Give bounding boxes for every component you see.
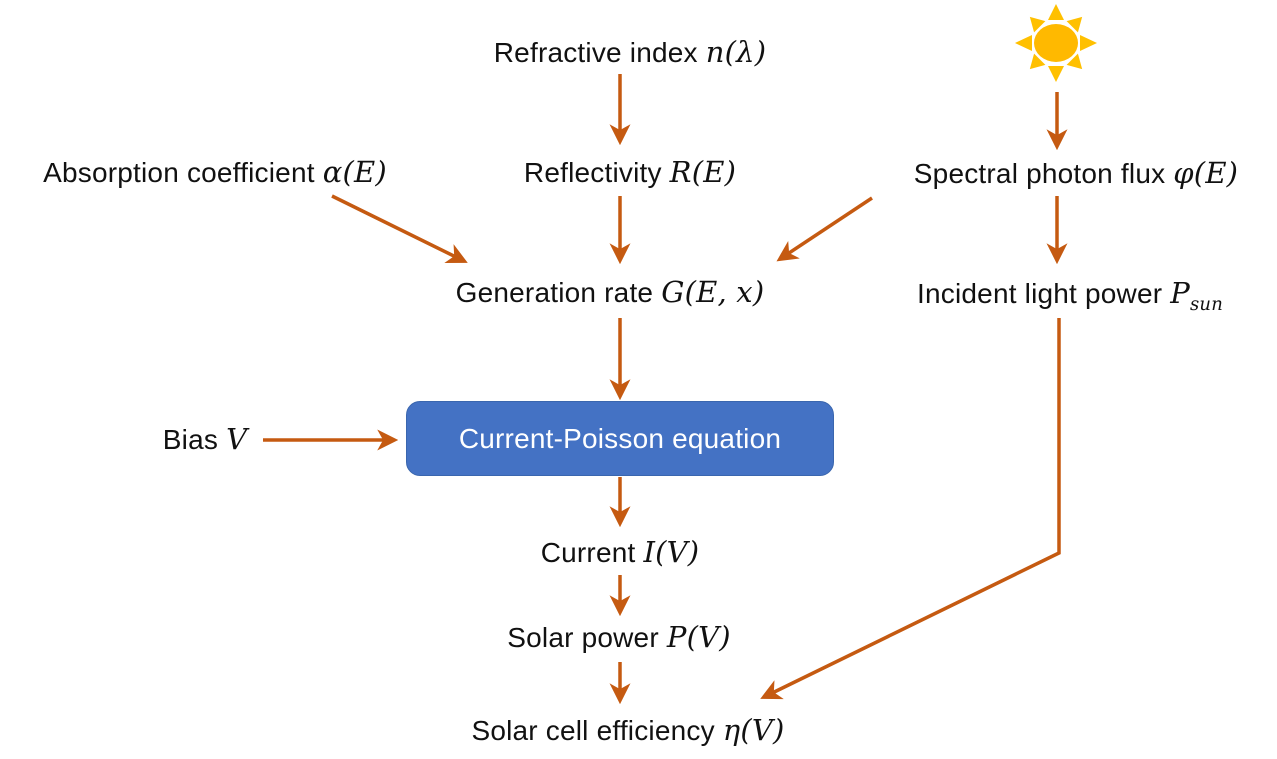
node-spectral-flux-math: φ(E) xyxy=(1173,156,1239,190)
node-bias-label: Bias xyxy=(162,424,219,455)
incident-power-math-base: P xyxy=(1170,276,1191,310)
node-bias-math: V xyxy=(226,422,248,456)
node-generation-label: Generation rate xyxy=(455,277,654,308)
edge-spectral-to-generation xyxy=(776,196,873,262)
node-refractive-index-label: Refractive index xyxy=(493,37,698,68)
node-refractive-index-math: n(λ) xyxy=(705,35,767,69)
node-reflectivity-math: R(E) xyxy=(669,155,737,189)
current-poisson-equation-box: Current-Poisson equation xyxy=(406,401,834,476)
node-efficiency-math: η(V) xyxy=(722,713,785,747)
node-current-math: I(V) xyxy=(643,535,700,569)
node-absorption-label: Absorption coefficient xyxy=(43,157,315,188)
node-solar-power-label: Solar power xyxy=(507,622,659,653)
solver-box-label: Current-Poisson equation xyxy=(458,422,782,454)
edge-absorption-to-generation xyxy=(331,194,468,263)
edge-incident-to-efficiency xyxy=(760,318,1061,700)
node-absorption-math: α(E) xyxy=(322,155,387,189)
sun-icon xyxy=(1015,4,1097,82)
incident-power-math-subscript: sun xyxy=(1190,293,1223,315)
node-incident-power-label: Incident light power xyxy=(917,278,1163,309)
node-current-label: Current xyxy=(540,537,636,568)
node-spectral-flux-label: Spectral photon flux xyxy=(913,158,1166,189)
node-solar-power-math: P(V) xyxy=(666,620,731,654)
node-efficiency-label: Solar cell efficiency xyxy=(471,715,715,746)
node-generation-math: G(E, x) xyxy=(661,275,765,309)
node-reflectivity-label: Reflectivity xyxy=(523,157,662,188)
node-incident-power-math: Psun xyxy=(1170,276,1223,313)
